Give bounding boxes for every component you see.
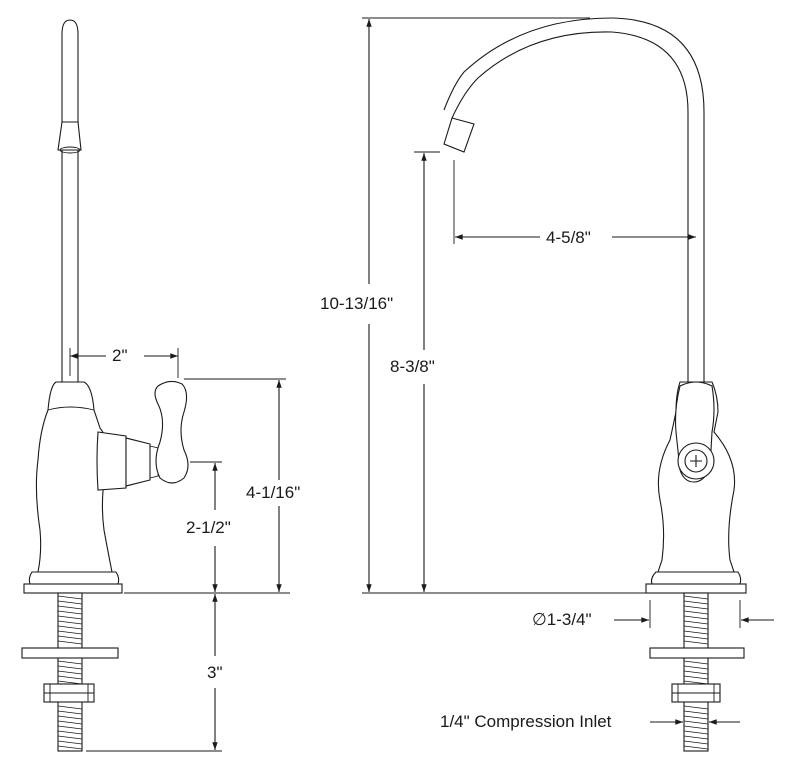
side-nozzle — [57, 121, 82, 151]
spout-nozzle — [443, 117, 475, 153]
dim-spout-offset: 2" — [112, 346, 128, 365]
dim-base-diameter: ∅1-3/4" — [532, 610, 592, 629]
side-handle — [154, 380, 189, 484]
side-washer — [21, 647, 119, 659]
front-washer — [649, 647, 745, 659]
spout-outer — [451, 31, 689, 382]
dim-spout-reach: 4-5/8" — [546, 228, 591, 247]
front-view — [443, 17, 747, 752]
dim-overall-height: 10-13/16" — [320, 294, 394, 313]
dim-inlet-label: 1/4" Compression Inlet — [440, 712, 612, 731]
dim-shank-length: 3" — [207, 663, 223, 682]
side-dimensions — [69, 348, 290, 752]
phillips-screw-icon — [690, 455, 702, 467]
dim-side-inlet-height: 2-1/2" — [186, 518, 231, 537]
front-dimensions — [362, 17, 774, 725]
dim-handle-height: 4-1/16" — [246, 483, 301, 502]
side-valve-stem — [96, 431, 127, 491]
spout-inner — [443, 17, 705, 382]
side-base — [28, 571, 120, 585]
side-riser-tube — [61, 19, 79, 382]
side-view — [21, 19, 189, 752]
side-shank — [57, 592, 83, 752]
dim-spout-clearance: 8-3/8" — [390, 357, 435, 376]
front-base — [650, 571, 742, 585]
front-shank — [683, 592, 709, 752]
